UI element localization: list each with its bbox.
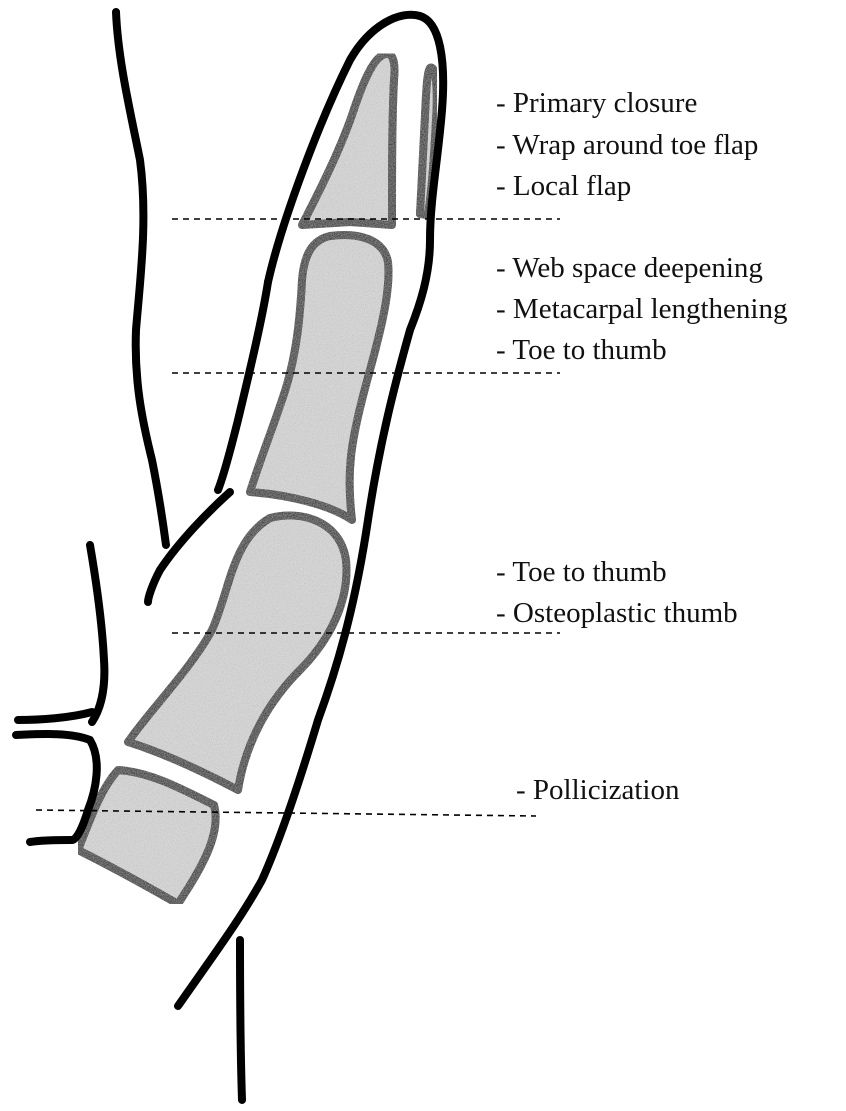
option-osteoplastic-thumb: - Osteoplastic thumb [496, 596, 738, 630]
option-wrap-around-toe-flap: - Wrap around toe flap [496, 128, 758, 162]
option-toe-to-thumb: - Toe to thumb [496, 333, 667, 367]
option-toe-to-thumb: - Toe to thumb [496, 555, 667, 589]
option-pollicization: - Pollicization [516, 773, 680, 807]
option-web-space-deepening: - Web space deepening [496, 251, 763, 285]
option-primary-closure: - Primary closure [496, 86, 697, 120]
option-local-flap: - Local flap [496, 169, 631, 203]
option-metacarpal-lengthening: - Metacarpal lengthening [496, 292, 788, 326]
